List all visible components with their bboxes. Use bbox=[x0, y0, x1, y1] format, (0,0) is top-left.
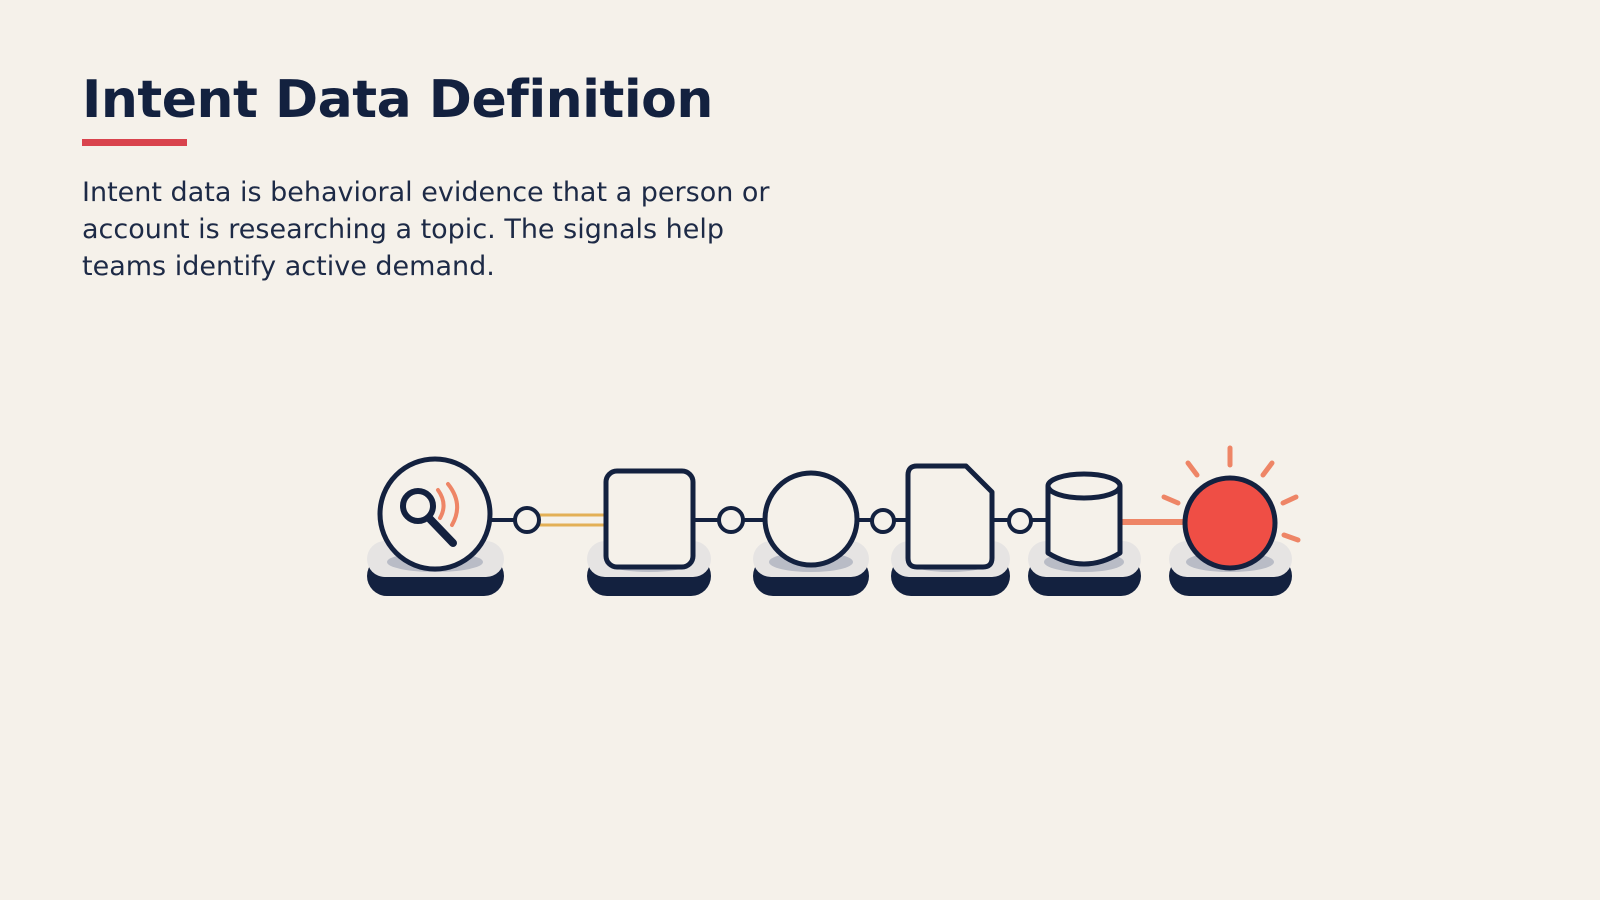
junction-node-4 bbox=[1007, 508, 1033, 534]
circle-node-icon bbox=[762, 470, 860, 568]
document-node-icon bbox=[905, 463, 995, 570]
junction-node-3 bbox=[870, 508, 896, 534]
title-underline bbox=[82, 139, 187, 146]
database-cylinder-icon bbox=[1045, 471, 1123, 567]
page-title: Intent Data Definition bbox=[82, 70, 713, 130]
junction-node-1 bbox=[513, 506, 541, 534]
signal-rays bbox=[1161, 445, 1301, 543]
square-node-icon bbox=[603, 468, 696, 570]
definition-text: Intent data is behavioral evidence that … bbox=[82, 177, 770, 282]
magnifier-signal-icon bbox=[377, 456, 493, 572]
junction-node-2 bbox=[717, 506, 745, 534]
alert-signal-icon bbox=[1161, 445, 1301, 571]
junctions bbox=[513, 506, 1033, 534]
